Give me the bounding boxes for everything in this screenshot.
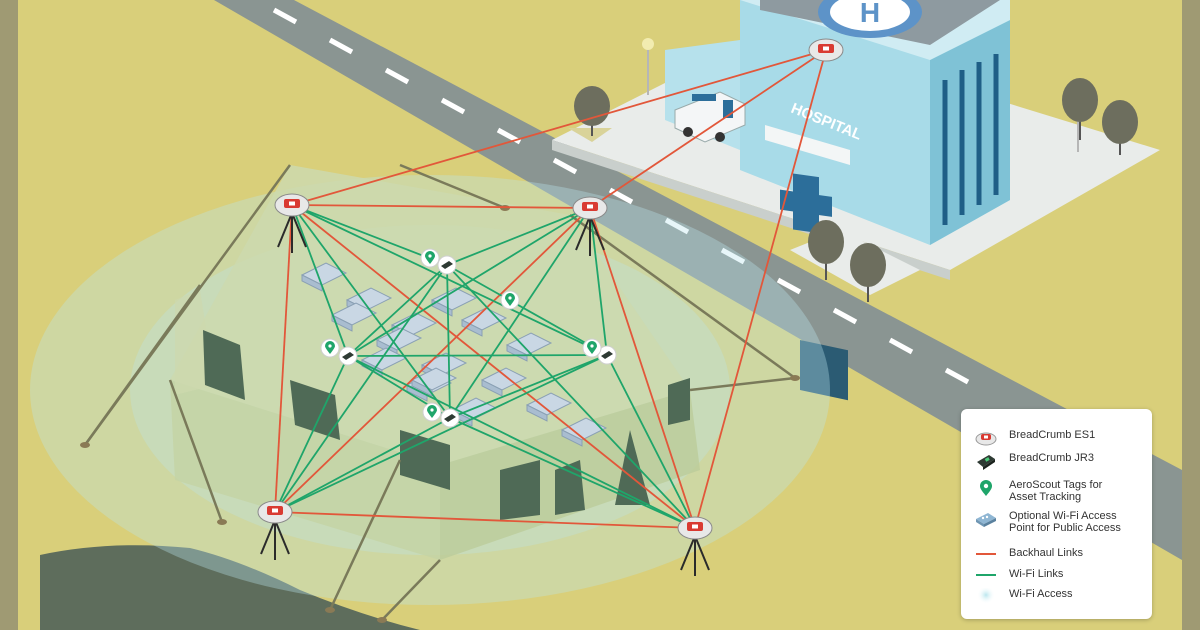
- breadcrumb-jr3-icon: [597, 345, 617, 365]
- map-pin-icon: [320, 338, 340, 358]
- hospital-building: H HOSPITAL: [665, 0, 1010, 401]
- wifi-link: [291, 204, 608, 356]
- map-pin-icon: [422, 402, 442, 422]
- wifi-link: [291, 204, 349, 357]
- right-edge-strip: [1182, 0, 1200, 630]
- breadcrumb-jr3-nodes: [338, 255, 617, 428]
- legend-item-wifi-links: Wi-Fi Links: [975, 568, 1063, 586]
- wifi-link: [274, 417, 451, 513]
- legend-item-tag: AeroScout Tags for Asset Tracking: [975, 479, 1102, 503]
- wifi-link: [606, 354, 696, 529]
- backhaul-link: [694, 49, 827, 529]
- breadcrumb-es1-icon: [677, 516, 713, 576]
- wifi-link: [446, 264, 608, 356]
- breadcrumb-es1-icon: [808, 38, 844, 62]
- patient-bed: [505, 332, 553, 362]
- backhaul-link: [274, 207, 591, 513]
- wifi-link: [446, 264, 696, 529]
- breadcrumb-es1-icon: [975, 429, 997, 447]
- legend-item-access-point: Optional Wi-Fi Access Point for Public A…: [975, 510, 1121, 534]
- wifi-link: [291, 204, 451, 419]
- backhaul-link: [291, 204, 696, 529]
- backhaul-link: [589, 49, 827, 209]
- map-pin-icon: [975, 479, 997, 497]
- wifi-link: [347, 355, 696, 529]
- wifi-link: [446, 264, 451, 419]
- wifi-link: [589, 207, 608, 356]
- legend-item-es1: BreadCrumb ES1: [975, 429, 1095, 447]
- breadcrumb-es1-icon: [274, 193, 310, 253]
- wifi-link: [274, 264, 448, 513]
- backhaul-link: [291, 49, 827, 206]
- backhaul-link: [274, 511, 696, 529]
- aeroscout-tag-nodes: [320, 248, 602, 422]
- wifi-link: [449, 354, 608, 419]
- map-pin-icon: [420, 248, 440, 268]
- rope-stakes: [80, 205, 800, 623]
- left-edge-strip: [0, 0, 18, 630]
- backhaul-link: [291, 204, 591, 209]
- legend-item-jr3: BreadCrumb JR3: [975, 452, 1094, 470]
- patient-bed: [525, 392, 573, 422]
- ambulance: [674, 91, 746, 143]
- wifi-line-swatch: [975, 568, 997, 586]
- breadcrumb-jr3-icon: [437, 255, 457, 275]
- map-pin-icon: [582, 338, 602, 358]
- wifi-links: [274, 204, 696, 529]
- map-pin-icon: [500, 290, 520, 310]
- wifi-link: [274, 355, 349, 513]
- legend: BreadCrumb ES1 BreadCrumb JR3 AeroScout …: [961, 409, 1152, 619]
- backhaul-link: [589, 207, 696, 529]
- legend-item-backhaul: Backhaul Links: [975, 547, 1083, 565]
- breadcrumb-es1-nodes: [257, 38, 844, 576]
- wifi-link: [446, 207, 591, 266]
- patient-bed: [300, 262, 348, 292]
- road-dashes: [272, 7, 970, 385]
- trees: [568, 78, 1138, 302]
- backhaul-link: [274, 204, 293, 513]
- wifi-link: [449, 417, 696, 529]
- wifi-access-point-icon: [975, 510, 997, 528]
- patient-bed: [480, 367, 528, 397]
- breadcrumb-jr3-icon: [440, 408, 460, 428]
- patient-bed: [560, 417, 608, 447]
- legend-item-wifi-access: Wi-Fi Access: [975, 586, 1073, 606]
- dark-ground-patch: [40, 545, 420, 630]
- helipad-letter: H: [860, 0, 880, 28]
- wifi-link: [347, 264, 448, 357]
- wifi-link: [449, 207, 591, 419]
- wifi-link: [347, 354, 608, 357]
- backhaul-line-swatch: [975, 547, 997, 565]
- patient-bed: [460, 307, 508, 337]
- road: [214, 0, 1182, 560]
- breadcrumb-jr3-icon: [975, 452, 997, 470]
- breadcrumb-es1-icon: [257, 500, 293, 560]
- wifi-access-glow-swatch: [975, 586, 997, 606]
- tent-guy-ropes: [83, 163, 796, 621]
- wifi-link: [347, 207, 591, 357]
- breadcrumb-es1-icon: [572, 196, 608, 256]
- backhaul-links: [274, 49, 827, 529]
- breadcrumb-jr3-icon: [338, 346, 358, 366]
- wifi-link: [274, 354, 608, 513]
- patient-bed: [410, 367, 458, 397]
- patient-bed: [330, 302, 378, 332]
